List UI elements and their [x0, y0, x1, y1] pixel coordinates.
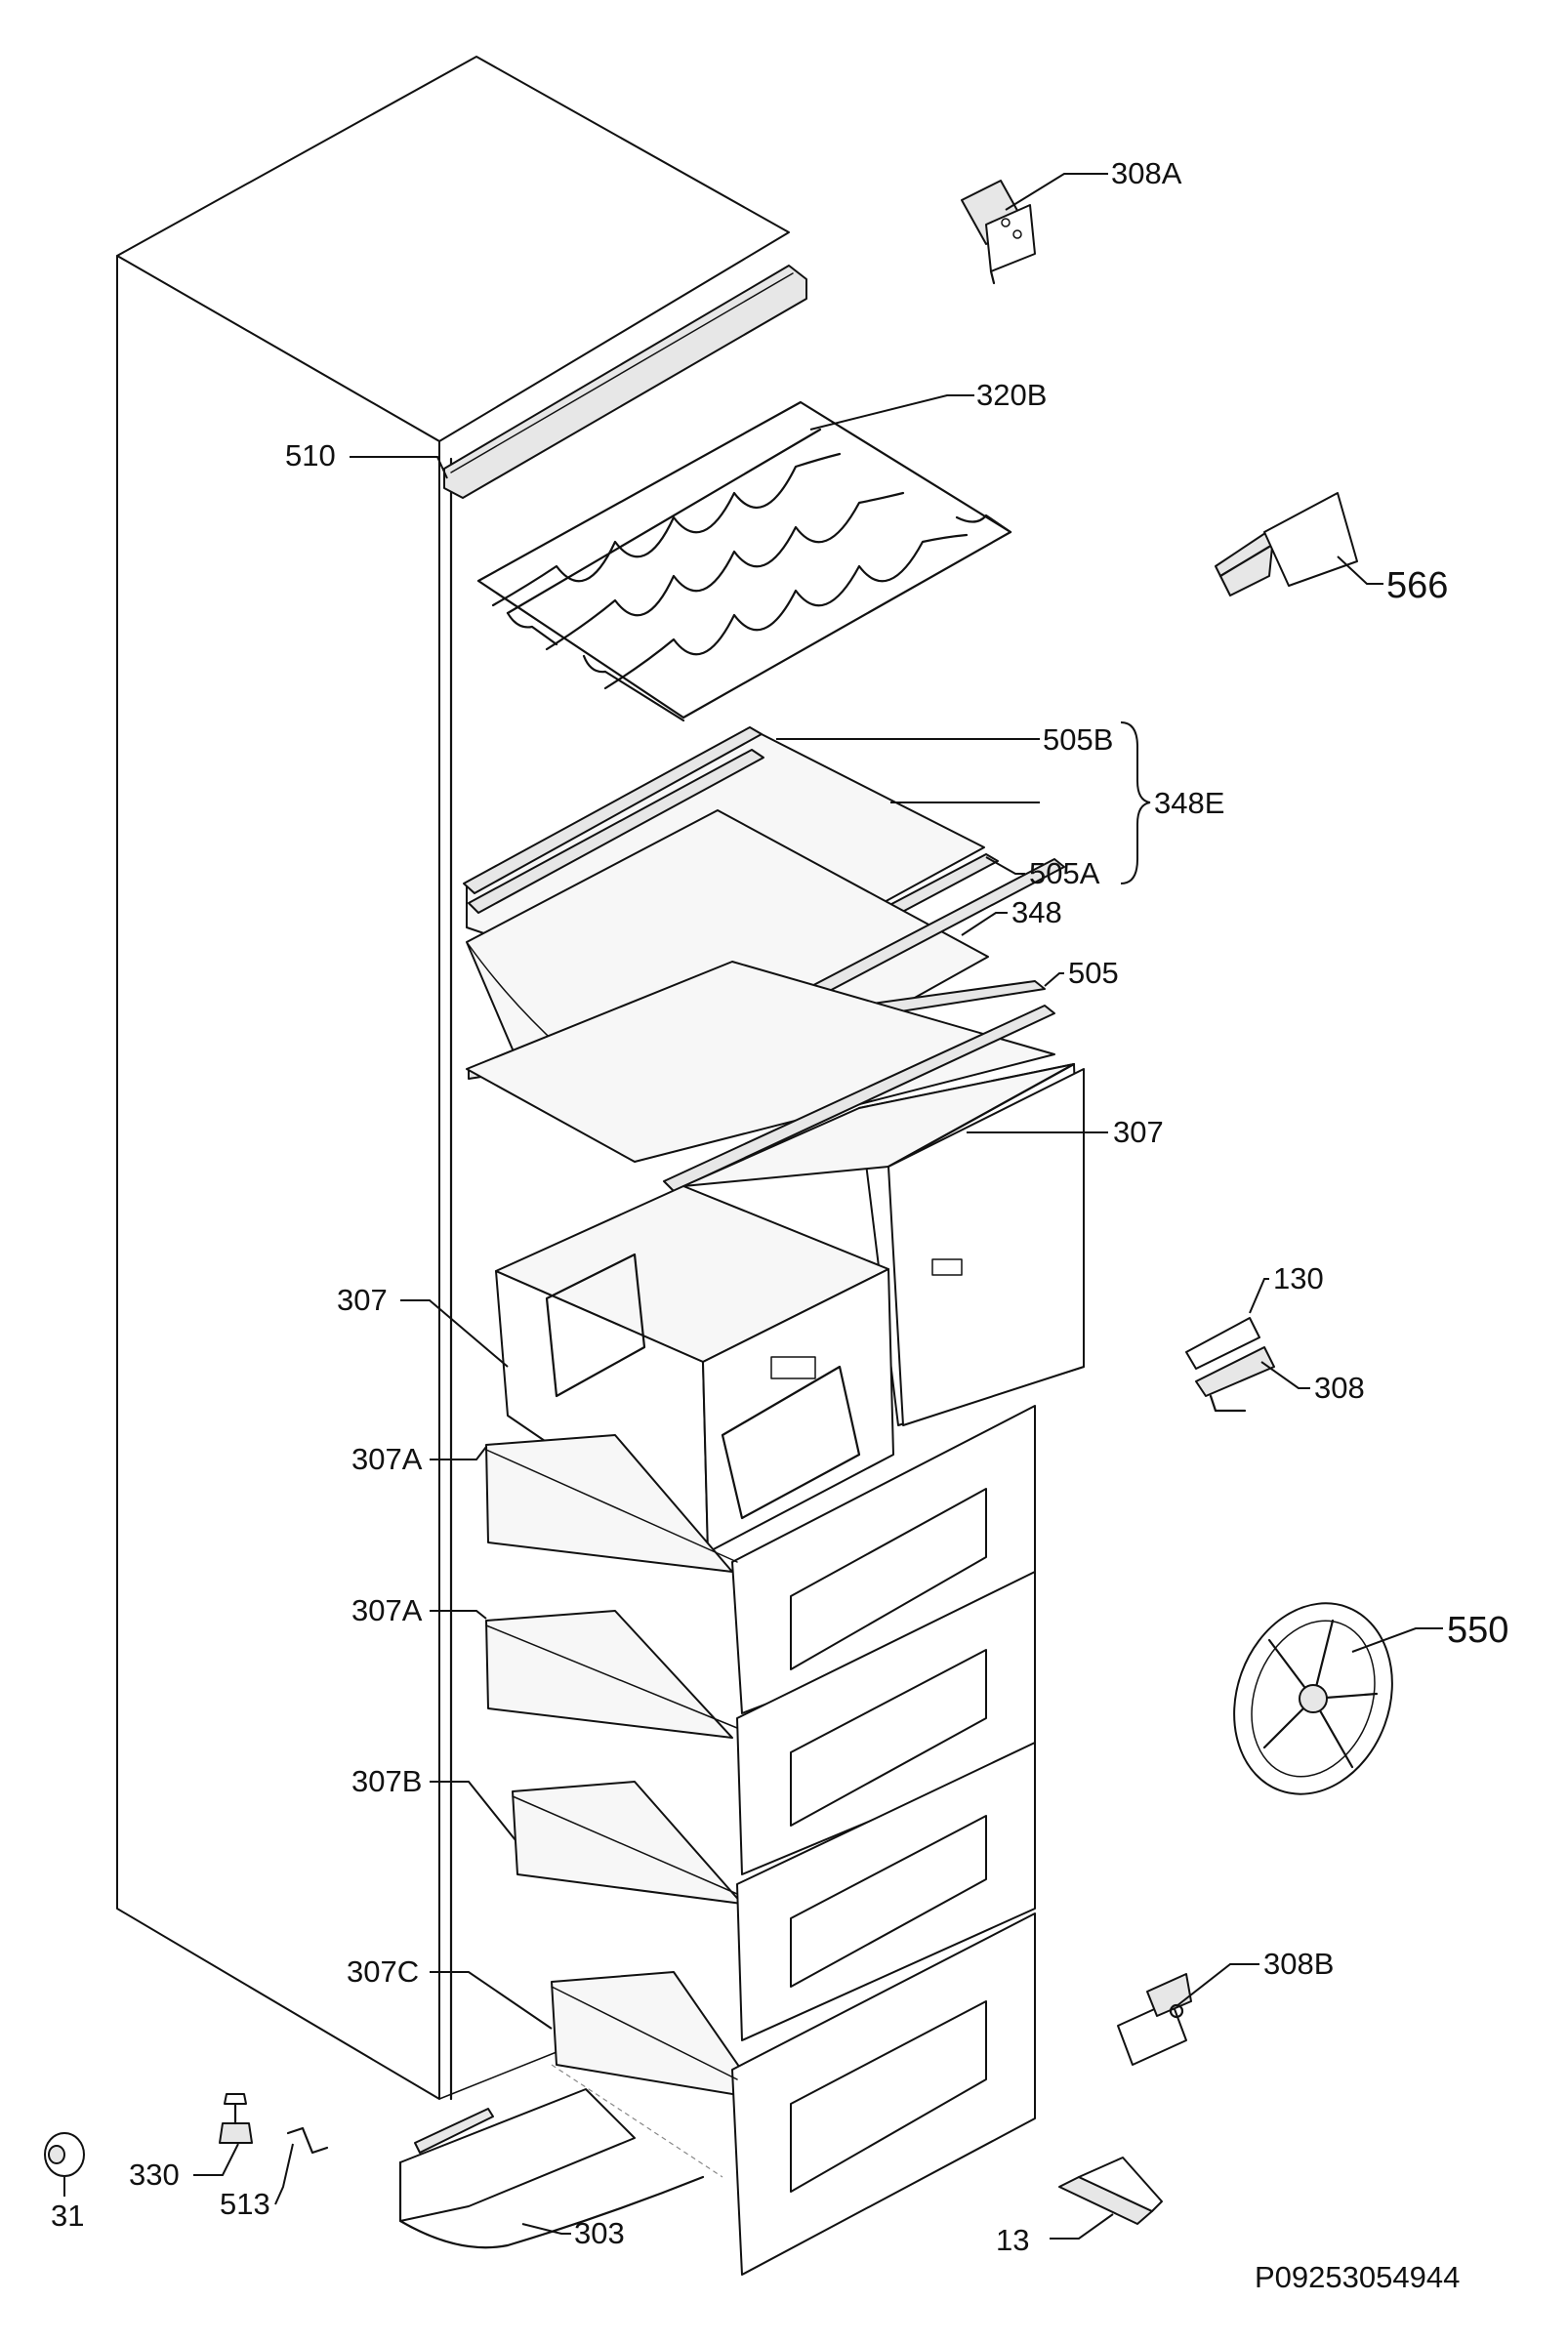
label-308: 308 — [1314, 1371, 1365, 1405]
label-308b: 308B — [1263, 1947, 1334, 1981]
label-307a-2: 307A — [351, 1593, 423, 1627]
part-307b-drawer — [512, 1742, 1036, 2041]
part-labels: 308A 320B 510 566 505B 348E 505A 348 505… — [51, 156, 1508, 2294]
label-505: 505 — [1068, 956, 1119, 990]
part-330-foot — [219, 2093, 253, 2144]
part-130-308-hinge-assembly — [1185, 1317, 1275, 1413]
label-550: 550 — [1447, 1610, 1508, 1651]
label-505b: 505B — [1043, 722, 1113, 757]
cabinet-body — [116, 56, 790, 2101]
part-307-crisper-right — [682, 1062, 1085, 1426]
label-505a: 505A — [1029, 856, 1100, 890]
drawing-code: P09253054944 — [1255, 2260, 1460, 2294]
part-bottom-plate — [466, 961, 1055, 1192]
part-308b-lower-hinge — [1117, 1973, 1192, 2066]
label-130: 130 — [1273, 1261, 1324, 1295]
label-513: 513 — [220, 2187, 270, 2221]
part-31-cap — [44, 2132, 85, 2177]
label-320b: 320B — [976, 378, 1047, 412]
part-510-top-trim — [443, 265, 807, 499]
label-307-right: 307 — [1113, 1115, 1164, 1149]
label-348e: 348E — [1154, 786, 1224, 820]
part-303-plinth — [398, 2088, 705, 2249]
label-13: 13 — [996, 2223, 1029, 2257]
label-307b: 307B — [351, 1764, 422, 1798]
label-566: 566 — [1386, 565, 1448, 606]
part-307c-drawer — [551, 1912, 1036, 2276]
part-320b-wine-rack — [476, 400, 1012, 722]
part-513-clip — [286, 2126, 329, 2155]
label-510: 510 — [285, 438, 336, 473]
leader-lines — [63, 173, 1443, 2240]
label-308a: 308A — [1111, 156, 1182, 190]
part-566-ice-scraper — [1215, 492, 1358, 596]
label-348: 348 — [1011, 895, 1062, 929]
label-330: 330 — [129, 2158, 180, 2192]
label-307c: 307C — [347, 1954, 419, 1989]
part-307a-drawer-upper — [485, 1405, 1036, 1714]
label-307-left: 307 — [337, 1283, 388, 1317]
part-550-wheel — [1233, 1602, 1393, 1795]
part-13-bracket — [1058, 2157, 1163, 2225]
part-308a-hinge — [961, 180, 1036, 285]
label-307a-1: 307A — [351, 1442, 423, 1476]
label-31: 31 — [51, 2199, 84, 2233]
label-303: 303 — [574, 2216, 625, 2250]
